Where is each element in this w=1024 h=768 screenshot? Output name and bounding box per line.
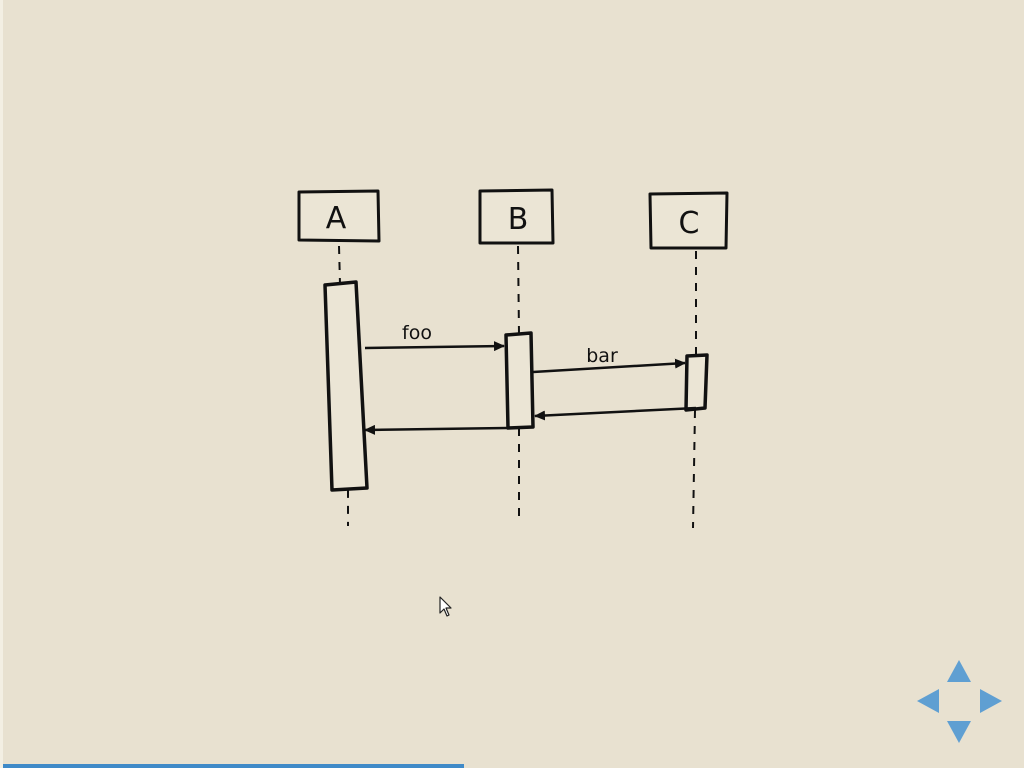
participant-b: B: [478, 188, 555, 245]
presentation-progress-bar: [3, 764, 1024, 768]
mouse-cursor-icon: [439, 596, 452, 617]
participant-a: A: [297, 189, 381, 243]
nav-up-arrow-icon[interactable]: [947, 660, 971, 682]
nav-left-arrow-icon[interactable]: [917, 689, 939, 713]
lifeline-c: [692, 251, 697, 529]
participant-a-label: A: [326, 201, 347, 236]
message-foo-arrow: [364, 341, 505, 352]
message-return-c-to-b: [534, 406, 697, 421]
progress-fill: [3, 764, 464, 768]
lifeline-b: [517, 245, 520, 524]
participant-c: C: [648, 191, 729, 250]
nav-right-arrow-icon[interactable]: [980, 689, 1002, 713]
message-foo-label: foo: [402, 322, 432, 344]
activation-b: [504, 331, 535, 430]
activation-c: [684, 353, 709, 412]
message-bar-label: bar: [586, 345, 618, 367]
activation-a: [323, 280, 369, 492]
navigation-controls: [917, 660, 1002, 743]
participant-c-label: C: [679, 206, 700, 241]
message-bar-arrow: [532, 358, 686, 374]
participant-b-label: B: [508, 202, 529, 237]
nav-down-arrow-icon[interactable]: [947, 721, 971, 743]
message-return-b-to-a: [364, 424, 508, 435]
sequence-diagram: A B C foo bar: [297, 188, 729, 529]
